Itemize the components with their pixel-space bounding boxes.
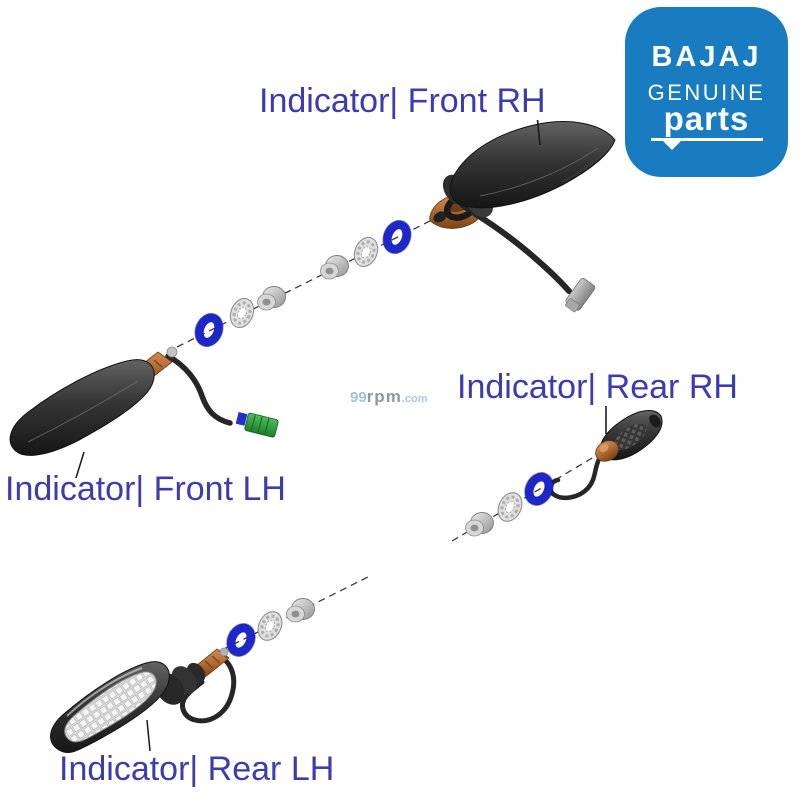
copper-highlight bbox=[599, 444, 609, 452]
label-indicator-front-lh: Indicator| Front LH bbox=[5, 470, 286, 508]
rear-rh-mounting-hardware bbox=[465, 487, 528, 537]
clear-lens-led-grid bbox=[64, 671, 157, 743]
indicator-front-lh-drawing bbox=[9, 346, 279, 479]
label-indicator-rear-rh: Indicator| Rear RH bbox=[457, 368, 738, 406]
indicator-body bbox=[449, 121, 616, 209]
indicator-front-rh-drawing bbox=[429, 119, 616, 313]
wiring-cable bbox=[165, 353, 233, 426]
green-connector bbox=[244, 412, 279, 438]
logo-underline bbox=[650, 138, 763, 150]
assembly-axis-lines bbox=[176, 216, 605, 651]
stem-tip bbox=[219, 647, 229, 657]
watermark-number: 99 bbox=[350, 389, 367, 406]
bajaj-genuine-parts-logo: BAJAJ GENUINE parts bbox=[625, 7, 788, 177]
star-washer bbox=[348, 232, 384, 272]
logo-brand-text: BAJAJ bbox=[651, 41, 762, 73]
connector-housing bbox=[244, 412, 279, 438]
leader-line-front-rh bbox=[536, 119, 541, 146]
lens-highlight bbox=[66, 667, 143, 717]
leader-line-front-lh bbox=[75, 451, 85, 479]
star-washer bbox=[224, 293, 260, 333]
connector-ribs bbox=[250, 415, 270, 435]
indicator-rear-rh-drawing bbox=[519, 406, 663, 510]
logo-genuine-text: GENUINE bbox=[647, 80, 766, 105]
logo-parts-text: parts bbox=[663, 100, 750, 137]
front-mounting-hardware bbox=[190, 216, 416, 351]
indicator-body bbox=[9, 359, 155, 456]
body-tip bbox=[649, 414, 661, 428]
rear-lh-axis-dashed-line bbox=[221, 576, 369, 651]
gray-connector bbox=[565, 277, 596, 313]
body-facet-line bbox=[27, 380, 139, 443]
body-facet-line bbox=[479, 147, 599, 197]
hex-nut bbox=[465, 512, 494, 537]
wiring-cable bbox=[471, 210, 572, 294]
rear-lh-mounting-hardware bbox=[221, 598, 315, 662]
lens-seam-line bbox=[561, 141, 613, 183]
smoked-lens bbox=[613, 423, 647, 451]
blue-cable-tape bbox=[235, 411, 248, 426]
label-indicator-front-rh: Indicator| Front RH bbox=[259, 82, 546, 120]
watermark-name: rpm bbox=[366, 387, 402, 406]
grommet-ring bbox=[190, 309, 228, 351]
rubber-grommet-tip bbox=[433, 211, 447, 223]
hex-nut bbox=[320, 255, 349, 280]
wiring-cable bbox=[548, 456, 602, 501]
label-indicator-rear-lh: Indicator| Rear LH bbox=[59, 750, 335, 788]
stem-tip bbox=[166, 346, 178, 358]
hex-nut bbox=[257, 286, 286, 311]
watermark: 99rpm.com bbox=[350, 387, 428, 407]
leader-line-rear-lh bbox=[146, 719, 151, 752]
star-washer bbox=[252, 606, 288, 646]
indicator-rear-lh-drawing bbox=[50, 647, 237, 754]
connector-tip bbox=[565, 298, 580, 313]
watermark-tld: .com bbox=[401, 393, 428, 405]
hex-nut bbox=[286, 598, 315, 623]
star-washer bbox=[492, 487, 528, 527]
